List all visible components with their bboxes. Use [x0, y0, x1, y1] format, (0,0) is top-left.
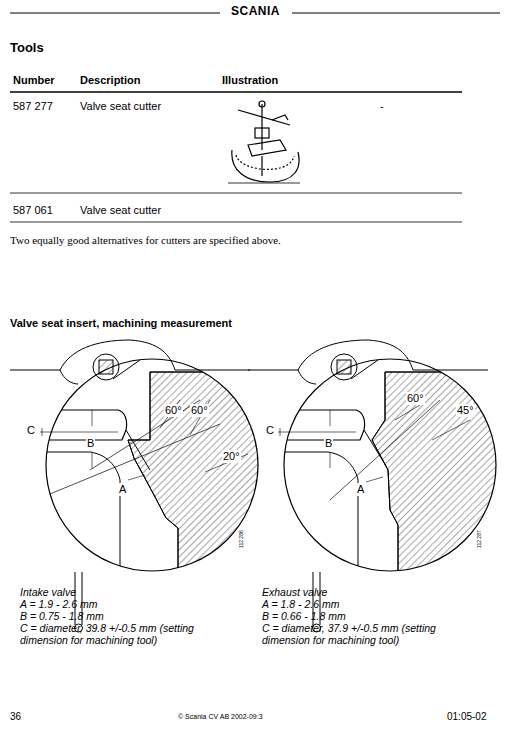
caption-text: dimension for machining tool): [20, 634, 157, 647]
caption-text: B = 0.66 - 1.8 mm: [262, 610, 346, 623]
table-header: Illustration: [222, 74, 278, 87]
caption-text: Exhaust valve: [262, 586, 327, 599]
caption-text: A = 1.8 - 2.6 mm: [262, 598, 340, 611]
doc-code: 01:05-02: [447, 711, 486, 723]
dimension-label: C: [26, 424, 36, 437]
caption-text: C = diameter, 39.8 +/-0.5 mm (setting: [20, 622, 194, 635]
tool-description: Valve seat cutter: [80, 204, 161, 217]
caption-text: C = diameter, 37.9 +/-0.5 mm (setting: [262, 622, 436, 635]
cutter-illustration: [228, 101, 300, 183]
tool-number: 587 061: [13, 204, 53, 217]
brand-name: SCANIA: [230, 4, 281, 18]
angle-label: 20°: [222, 450, 241, 463]
copyright-text: © Scania CV AB 2002-09:3: [178, 713, 263, 721]
angle-label: 60°: [406, 392, 425, 405]
dimension-label: C: [265, 424, 275, 437]
section-title: Tools: [10, 40, 44, 56]
caption-text: B = 0.75 - 1.8 mm: [20, 610, 104, 623]
dimension-label: B: [324, 437, 333, 450]
angle-label: 60°: [190, 404, 209, 417]
dimension-label: A: [118, 483, 127, 496]
caption-text: A = 1.9 - 2.6 mm: [20, 598, 98, 611]
dimension-label: A: [356, 483, 365, 496]
section-heading: Valve seat insert, machining measurement: [10, 317, 232, 330]
figure-id: 112 287: [476, 530, 482, 548]
angle-label: 45°: [456, 404, 475, 417]
caption-text: dimension for machining tool): [262, 634, 399, 647]
dimension-label: B: [86, 437, 95, 450]
intake-seat-figure: [10, 340, 498, 632]
note-text: Two equally good alternatives for cutter…: [10, 234, 281, 247]
table-header: Description: [80, 74, 141, 87]
caption-text: Intake valve: [20, 586, 76, 599]
table-header: Number: [13, 74, 55, 87]
table-cell: -: [380, 100, 384, 113]
tool-description: Valve seat cutter: [80, 100, 161, 113]
figure-id: 112 286: [238, 530, 244, 548]
page-number: 36: [10, 711, 21, 723]
angle-label: 60°: [164, 404, 183, 417]
tool-number: 587 277: [13, 100, 53, 113]
